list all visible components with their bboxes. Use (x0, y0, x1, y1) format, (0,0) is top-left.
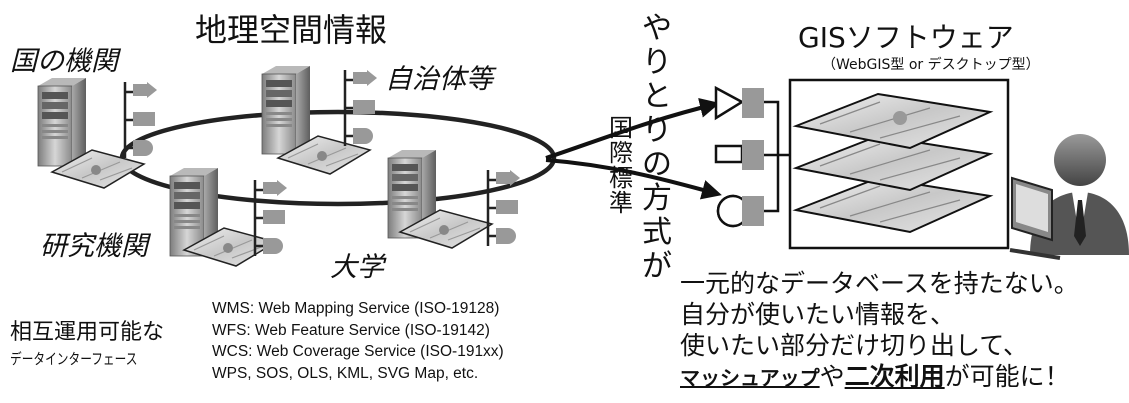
standard-char: 際 (609, 139, 633, 167)
standard-char: 国 (609, 114, 633, 142)
exchange-char: 式 (642, 215, 672, 250)
label-national-agency: 国の機関 (10, 46, 118, 77)
exchange-char: の (642, 147, 672, 182)
exchange-char: り (642, 113, 672, 148)
gis-software-subtitle: （WebGIS型 or デスクトップ型） (822, 57, 1040, 73)
standard-char: 標 (609, 164, 633, 192)
exchange-char: と (642, 79, 672, 114)
gis-interface-icons (714, 85, 790, 228)
mashup-text: マッシュアップ (680, 366, 820, 390)
protocol-item: WFS: Web Feature Service (ISO-19142) (212, 321, 490, 339)
summary-ya: や (819, 362, 845, 391)
label-local-government: 自治体等 (385, 64, 493, 95)
protocol-item: WPS, SOS, OLS, KML, SVG Map, etc. (212, 364, 479, 382)
gis-software-title: GISソフトウェア (798, 21, 1014, 54)
summary-line4: マッシュアップや二次利用が可能に！ (680, 361, 1079, 394)
exchange-char: や (642, 11, 672, 46)
map-layer-bottom (792, 176, 994, 234)
exchange-char: り (642, 45, 672, 80)
protocol-item: WCS: Web Coverage Service (ISO-191xx) (212, 343, 504, 360)
standard-char: 準 (609, 189, 633, 217)
label-interop-line2: データインターフェース (10, 350, 138, 368)
summary-line3: 使いたい部分だけ切り出して、 (680, 331, 1029, 360)
summary-line1: 一元的なデータベースを持たない。 (680, 269, 1079, 298)
diagram-title: 地理空間情報 (195, 11, 388, 49)
label-research-institute: 研究機関 (40, 231, 148, 262)
summary-line2: 自分が使いたい情報を、 (680, 300, 956, 329)
summary-text: 一元的なデータベースを持たない。 自分が使いたい情報を、 使いたい部分だけ切り出… (680, 268, 1079, 394)
protocol-item: WMS: Web Mapping Service (ISO-19128) (212, 300, 500, 317)
server-local (261, 65, 379, 175)
exchange-char: が (642, 249, 672, 284)
label-interop-line1: 相互運用可能な (10, 320, 165, 345)
summary-tail: が可能に！ (944, 362, 1070, 391)
label-university: 大学 (330, 252, 384, 283)
map-layer-top (792, 92, 994, 150)
exchange-arrows (545, 98, 722, 200)
server-research (169, 167, 289, 267)
exchange-char: 方 (642, 181, 672, 216)
gis-software-box (788, 78, 1010, 250)
protocol-list: WMS: Web Mapping Service (ISO-19128) WFS… (212, 298, 504, 384)
label-international-standard: 国 際 標 準 (607, 116, 635, 216)
user-icon (1009, 134, 1129, 260)
map-layer-middle (792, 134, 994, 192)
secondary-use-text: 二次利用 (844, 362, 945, 391)
label-exchange-method: や り と り の 方 式 が (640, 12, 674, 284)
